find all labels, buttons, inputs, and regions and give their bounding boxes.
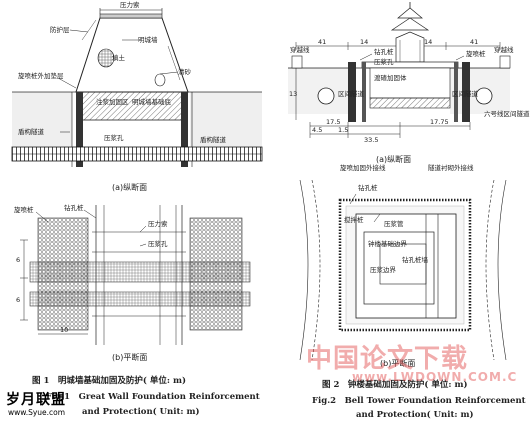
watermark-right-url: www.LWDOWN.COM.C — [352, 370, 518, 384]
fig2-dim-175a: 17.5 — [326, 118, 340, 126]
fig2-label-bore: 钻孔桩 — [374, 47, 394, 56]
fig2b-label-pile: 钻孔桩墙 — [402, 255, 429, 264]
fig1-label-guard: 防护层 — [50, 25, 70, 34]
fig2-label-six: 六号线区间隧道 — [484, 109, 530, 118]
fig2-top-diagram: 41 14 14 41 — [288, 2, 530, 164]
fig1-label-top: 压力索 — [120, 0, 140, 9]
fig1b-dim-6b: 6 — [16, 296, 20, 304]
fig2b-label-out-right: 隧道衬砌外接线 — [428, 163, 474, 172]
fig2-dim-15: 1.5 — [338, 126, 348, 134]
fig1-label-fill: 填土 — [112, 53, 126, 62]
fig2-dim-top-2: 14 — [360, 38, 368, 46]
fig2-label-press: 压浆孔 — [374, 57, 394, 66]
fig1-label-press: 压浆孔 — [104, 133, 124, 142]
fig2b-label-press: 压浆管 — [384, 219, 404, 228]
fig2-label-zone-left: 区间隧道 — [338, 89, 365, 98]
watermark-left: 岁月联盟 — [6, 392, 66, 408]
fig2-label-line-left: 穿越线 — [290, 45, 310, 54]
fig2b-label-stir: 搅拌桩 — [344, 215, 364, 224]
fig1-bottom-subcaption: (b)平断面 — [112, 352, 147, 362]
fig1-label-tunnel-right: 盾构隧道 — [200, 135, 227, 144]
fig2b-label-press2: 压浆边界 — [370, 265, 397, 274]
fig2b-label-bore: 钻孔桩 — [358, 183, 378, 192]
fig2-label-consol: 渡碴加固体 — [374, 73, 407, 82]
fig1-label-tunnel-left: 盾构隧道 — [18, 127, 45, 136]
fig1b-label-press: 压浆孔 — [148, 239, 168, 248]
fig2-dim-335: 33.5 — [364, 136, 378, 144]
fig1-top-subcaption: (a)纵断面 — [112, 182, 147, 192]
fig2-dim-top-1: 41 — [318, 38, 326, 46]
fig1-label-wall: 明城墙 — [138, 35, 158, 44]
fig1b-dim-10: 10 — [60, 326, 68, 334]
fig2-bottom-subcaption: (b)平断面 — [380, 358, 415, 368]
fig1-label-base: 明城墙基础底 — [132, 97, 172, 106]
fig2-top-subcaption: (a)纵断面 — [376, 154, 411, 164]
fig1-label-pile: 旋喷桩外加垫层 — [18, 71, 64, 80]
fig2-label-line-right: 穿越线 — [494, 45, 514, 54]
fig2-caption-en: Fig.2 Bell Tower Foundation Reinforcemen… — [312, 396, 526, 406]
fig1b-label-rope: 压力索 — [148, 219, 168, 228]
fig2b-label-out-left: 旋喷加固外接线 — [340, 163, 386, 172]
fig1-top-diagram: 压力索 明城墙 防护层 填土 清砂 旋喷桩外加垫层 注浆加固区 明城墙基础底 盾… — [11, 0, 263, 192]
fig1-label-soil: 清砂 — [178, 67, 192, 76]
fig2-dim-175b: 17.75 — [430, 118, 449, 126]
fig2-dim-top-4: 41 — [470, 38, 478, 46]
fig1-caption-en: Fig.1 Great Wall Foundation Reinforcemen… — [46, 392, 260, 402]
fig1b-label-pile: 旋喷桩 — [14, 205, 34, 214]
watermark-left-url: www.Syue.com — [8, 408, 66, 417]
watermark-right: 中国论文下载 — [306, 344, 469, 374]
fig1b-dim-6a: 6 — [16, 256, 20, 264]
fig2-label-zone-right: 区间隧道 — [452, 89, 479, 98]
fig2-dim-13: 13 — [289, 90, 297, 98]
fig2b-label-edge: 钟楼基础边界 — [368, 239, 408, 248]
fig1b-label-bore: 钻孔桩 — [64, 203, 84, 212]
fig2-label-pile: 旋喷桩 — [466, 49, 486, 58]
fig2-caption-cn: 图 2 钟楼基础加固及防护( 单位: m) — [322, 380, 468, 390]
fig2-bottom-diagram: 旋喷加固外接线 隧道衬砌外接线 钻孔桩 搅拌桩 压浆管 钟楼基础边界 钻孔桩墙 … — [299, 163, 507, 368]
fig2-caption-en2: and Protection( Unit: m) — [356, 410, 474, 420]
fig1-caption-en2: and Protection( Unit: m) — [82, 407, 200, 417]
fig1-caption-cn: 图 1 明城墙基础加固及防护( 单位: m) — [32, 376, 186, 386]
fig2-dim-top-3: 14 — [424, 38, 432, 46]
fig1-label-consol: 注浆加固区 — [96, 97, 129, 106]
fig1-bottom-diagram: 旋喷桩 钻孔桩 压力索 压浆孔 10 6 6 (b)平断面 — [14, 203, 251, 362]
fig2-dim-45: 4.5 — [312, 126, 322, 134]
